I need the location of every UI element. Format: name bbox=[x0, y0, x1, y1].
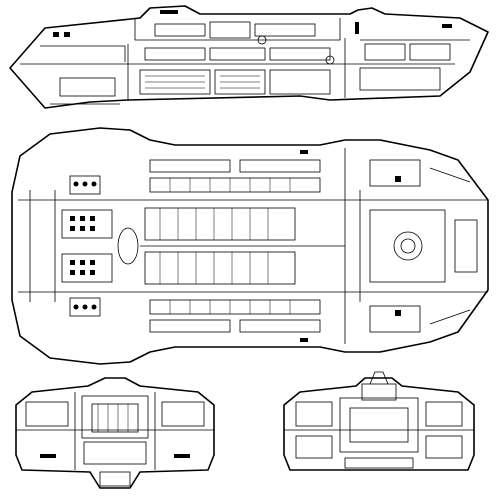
front-view bbox=[15, 377, 215, 489]
top-view bbox=[11, 127, 489, 365]
side-view bbox=[9, 5, 489, 109]
rear-view bbox=[283, 371, 475, 471]
